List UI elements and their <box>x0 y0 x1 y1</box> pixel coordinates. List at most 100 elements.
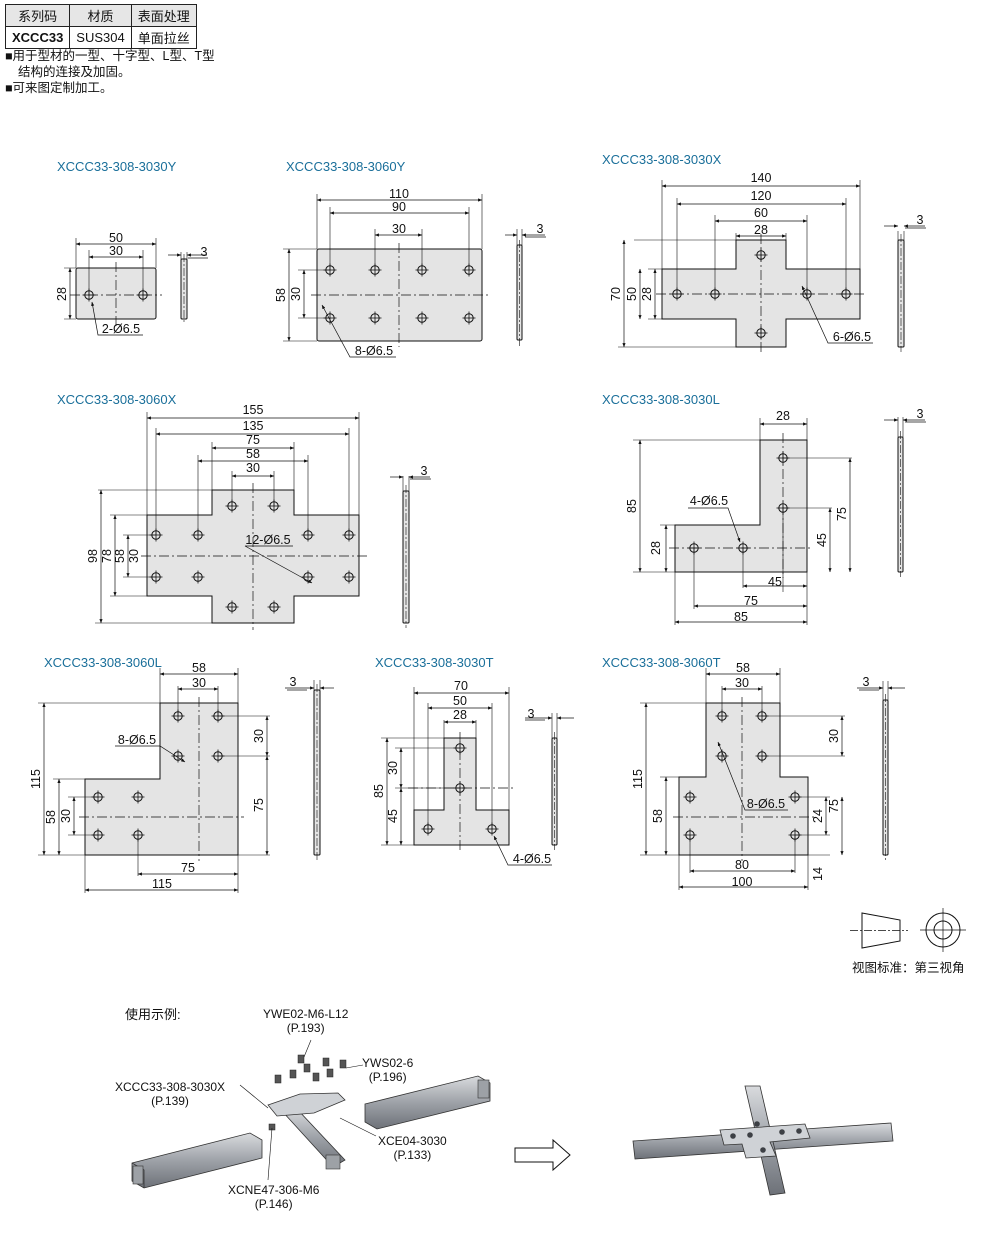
usage-title: 使用示例: <box>125 1007 181 1022</box>
dim-p5-top: 28 <box>776 409 790 423</box>
dim-p4-width: 155 <box>243 403 264 417</box>
spec-table-header: 系列码 材质 表面处理 <box>4 4 197 27</box>
dim-p5-r2: 45 <box>815 533 829 547</box>
dim-p7-h2: 30 <box>386 761 400 775</box>
header-series: 系列码 <box>4 4 71 27</box>
dim-p8-b2: 100 <box>732 875 753 889</box>
feature-list: ■用于型材的一型、十字型、L型、T型 结构的连接及加固。 ■可来图定制加工。 <box>5 48 215 96</box>
dim-p7-top1: 70 <box>454 679 468 693</box>
callout-yws: YWS02-6 (P.196) <box>362 1056 414 1084</box>
dim-p6-h3: 30 <box>59 809 73 823</box>
dim-p3-d1: 120 <box>751 189 772 203</box>
dim-p7-h3: 45 <box>386 809 400 823</box>
view-standard-label: 视图标准：第三视角 <box>852 961 965 975</box>
dim-p6-top2: 30 <box>192 676 206 690</box>
dim-p2-d2: 30 <box>392 222 406 236</box>
feature-1b: 结构的连接及加固。 <box>18 65 131 79</box>
dim-p2-thickness: 3 <box>537 222 544 236</box>
dim-p3-h3: 28 <box>640 287 654 301</box>
assembly-complete <box>632 1085 894 1196</box>
dim-p8-b1: 80 <box>735 858 749 872</box>
dim-p8-r3: 24 <box>811 809 825 823</box>
dim-p1-holes: 2-Ø6.5 <box>102 322 140 336</box>
dim-p5-h2: 28 <box>649 541 663 555</box>
dim-p7-holes: 4-Ø6.5 <box>513 852 551 866</box>
plate-6 <box>84 702 239 856</box>
dim-p4-thickness: 3 <box>421 464 428 478</box>
part-code-4: XCCC33-308-3060X <box>57 392 177 407</box>
dim-p4-d3: 58 <box>246 447 260 461</box>
dim-p1-pitch: 30 <box>109 244 123 258</box>
projection-symbol <box>850 908 966 952</box>
callout-xce: XCE04-3030 (P.133) <box>378 1134 447 1162</box>
dim-p3-h1: 70 <box>609 287 623 301</box>
dim-p6-h2: 58 <box>44 810 58 824</box>
dim-p4-h1: 98 <box>86 549 100 563</box>
feature-2: ■可来图定制加工。 <box>5 81 113 95</box>
dim-p2-h1: 58 <box>274 288 288 302</box>
dim-p6-holes: 8-Ø6.5 <box>118 733 156 747</box>
dim-p2-holes: 8-Ø6.5 <box>355 344 393 358</box>
dim-p1-height: 28 <box>55 287 69 301</box>
dim-p7-top3: 28 <box>453 708 467 722</box>
part-code-2: XCCC33-308-3060Y <box>286 159 406 174</box>
dim-p5-thickness: 3 <box>917 407 924 421</box>
part-code-8: XCCC33-308-3060T <box>602 655 721 670</box>
dim-p2-h2: 30 <box>289 287 303 301</box>
part-code-7: XCCC33-308-3030T <box>375 655 494 670</box>
dim-p1-thickness: 3 <box>201 245 208 259</box>
dim-p3-holes: 6-Ø6.5 <box>833 330 871 344</box>
assembly-arrow <box>514 1138 571 1172</box>
spec-table: 系列码 材质 表面处理 XCCC33 SUS304 单面拉丝 <box>4 4 197 49</box>
dim-p5-b2: 75 <box>744 594 758 608</box>
dim-p8-top1: 58 <box>736 661 750 675</box>
spec-table-row: XCCC33 SUS304 单面拉丝 <box>4 26 197 49</box>
dim-p5-holes: 4-Ø6.5 <box>690 494 728 508</box>
dim-p6-h1: 115 <box>29 769 43 789</box>
assembly-exploded <box>131 1039 491 1189</box>
dim-p3-h2: 50 <box>625 287 639 301</box>
dim-p8-thickness: 3 <box>863 675 870 689</box>
callout-xcne: XCNE47-306-M6 (P.146) <box>228 1183 320 1211</box>
dim-p7-thickness: 3 <box>528 707 535 721</box>
dim-p2-width: 110 <box>389 187 409 201</box>
cell-material: SUS304 <box>69 26 132 49</box>
dim-p5-b1: 45 <box>768 575 782 589</box>
dim-p1-width: 50 <box>109 231 123 245</box>
dim-p8-r2: 75 <box>827 799 841 813</box>
dim-p8-top2: 30 <box>735 676 749 690</box>
part-code-6: XCCC33-308-3060L <box>44 655 162 670</box>
dim-p8-h2: 58 <box>651 809 665 823</box>
dim-p6-thickness: 3 <box>290 675 297 689</box>
dim-p8-r4: 14 <box>811 867 825 881</box>
dim-p6-b2: 115 <box>152 877 172 891</box>
dim-p4-holes: 12-Ø6.5 <box>245 533 290 547</box>
dim-p4-h2: 78 <box>100 549 114 563</box>
dim-p6-top1: 58 <box>192 661 206 675</box>
callout-xccc: XCCC33-308-3030X (P.139) <box>115 1080 226 1108</box>
part-code-3: XCCC33-308-3030X <box>602 152 722 167</box>
cell-surface: 单面拉丝 <box>130 26 197 49</box>
dim-p6-b1: 75 <box>181 861 195 875</box>
dim-p8-r1: 30 <box>827 729 841 743</box>
dim-p5-b3: 85 <box>734 610 748 624</box>
header-material: 材质 <box>69 4 132 27</box>
callout-ywe: YWE02-M6-L12 (P.193) <box>263 1007 349 1035</box>
dim-p4-h4: 30 <box>127 549 141 563</box>
dim-p3-width: 140 <box>751 171 772 185</box>
dim-p3-d3: 28 <box>754 223 768 237</box>
dim-p8-h1: 115 <box>631 769 645 789</box>
dim-p4-d4: 30 <box>246 461 260 475</box>
dim-p4-d1: 135 <box>243 419 264 433</box>
part-code-1: XCCC33-308-3030Y <box>57 159 177 174</box>
header-surface: 表面处理 <box>130 4 197 27</box>
dim-p2-d1: 90 <box>392 200 406 214</box>
dim-p6-r2: 75 <box>252 798 266 812</box>
dim-p4-h3: 58 <box>113 549 127 563</box>
dim-p7-top2: 50 <box>453 694 467 708</box>
cell-series: XCCC33 <box>4 26 71 49</box>
dim-p5-r1: 75 <box>835 507 849 521</box>
dim-p4-d2: 75 <box>246 433 260 447</box>
plate-8 <box>678 702 809 856</box>
